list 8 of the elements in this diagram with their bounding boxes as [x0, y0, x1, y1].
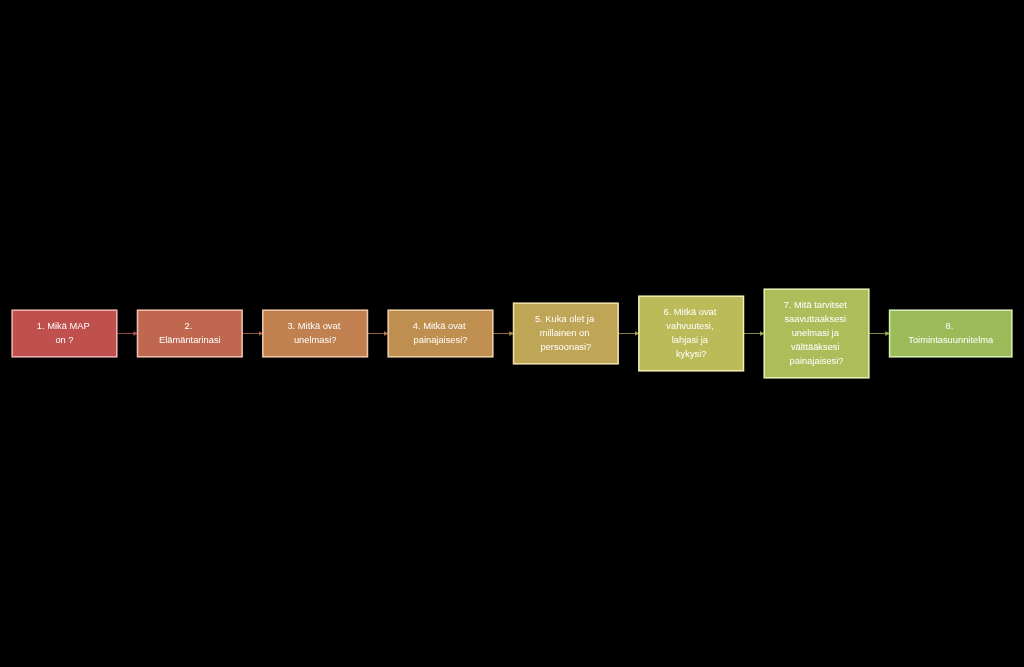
node-box: 8. Toimintasuunnitelma: [888, 309, 1013, 358]
node-box: 4. Mitkä ovat painajaisesi?: [387, 309, 494, 358]
node-box: 7. Mitä tarvitset saavuttaaksesi unelmasi ja välttääksesi painajaisesi?: [763, 288, 870, 379]
node-box: 6. Mitkä ovat vahvuutesi, lahjasi ja kykysi?: [638, 295, 745, 372]
node-box: 3. Mitkä ovat unelmasi?: [262, 309, 369, 358]
node-box: 2. Elämäntarinasi: [136, 309, 243, 358]
node-box: 1. Mikä MAP on ?: [11, 309, 118, 358]
node-box: 5. Kuka olet ja millainen on persoonasi?: [512, 302, 619, 365]
